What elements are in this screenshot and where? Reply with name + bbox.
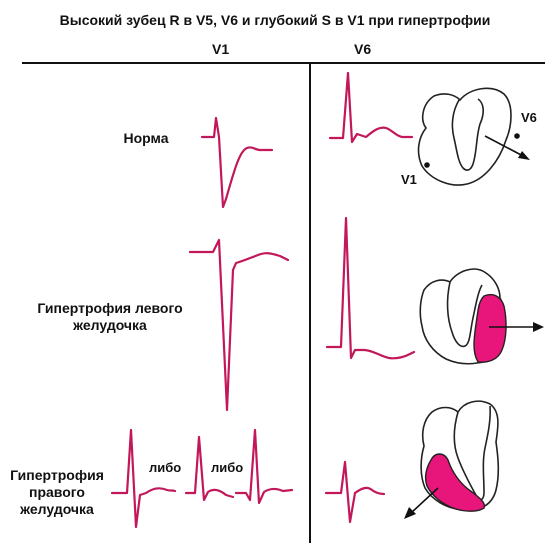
heart-lvh-cavity xyxy=(446,281,483,348)
electrode-v1-label: V1 xyxy=(401,172,417,187)
row-label-rvh-line2: правого xyxy=(29,484,85,500)
heart-normal-vector xyxy=(484,135,526,158)
row-label-rvh-line1: Гипертрофия xyxy=(10,467,104,483)
heart-normal-cavity xyxy=(451,98,484,171)
electrode-v6-label: V6 xyxy=(521,110,537,125)
or-label-1: либо xyxy=(149,460,182,475)
row-label-lvh: Гипертрофия левого желудочка xyxy=(10,300,210,334)
heart-rvh-vector-arrowhead xyxy=(404,507,416,519)
row-label-lvh-line2: желудочка xyxy=(73,317,147,333)
heart-rvh-hypertrophy xyxy=(424,453,486,512)
row-label-rvh-line3: желудочка xyxy=(20,501,94,517)
ecg-normal-v1 xyxy=(200,116,274,209)
heart-lvh-vector-arrowhead xyxy=(533,322,544,332)
heart-lvh xyxy=(419,268,544,365)
diagram-title: Высокий зубец R в V5, V6 и глубокий S в … xyxy=(59,12,491,28)
ecg-rvh-v6 xyxy=(324,460,386,524)
row-label-normal: Норма xyxy=(123,130,169,146)
ecg-rvh-v1-variant3 xyxy=(234,428,294,505)
heart-normal-outline xyxy=(417,87,512,186)
ecg-rvh-v1-variant2 xyxy=(184,435,235,502)
ecg-normal-v6 xyxy=(328,71,414,144)
heart-normal xyxy=(417,87,530,186)
or-label-2: либо xyxy=(211,460,244,475)
row-label-lvh-line1: Гипертрофия левого xyxy=(37,300,183,316)
heart-lvh-hypertrophy xyxy=(473,293,507,363)
column-header-v6: V6 xyxy=(354,41,372,57)
electrode-v6-dot xyxy=(514,133,520,139)
heart-normal-vector-arrowhead xyxy=(518,151,530,160)
electrode-v1-dot xyxy=(424,162,430,168)
ecg-lvh-v6 xyxy=(325,216,416,360)
ecg-lvh-v1 xyxy=(188,238,290,412)
heart-rvh xyxy=(404,400,500,519)
row-label-rvh: Гипертрофия правого желудочка xyxy=(4,467,110,518)
ecg-rvh-v1-variant1 xyxy=(110,428,177,529)
column-header-v1: V1 xyxy=(212,41,230,57)
heart-rvh-vector xyxy=(410,487,439,514)
